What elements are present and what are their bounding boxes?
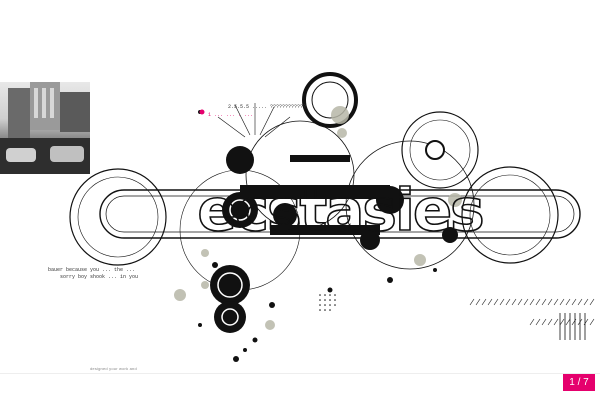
dot-grid [319, 294, 336, 311]
radial-burst [217, 103, 291, 138]
abstract-vector-artwork: ecstasies [69, 72, 595, 362]
caption-text: designed your work and [90, 366, 137, 371]
street-photo [0, 82, 90, 174]
footer-divider [0, 373, 600, 374]
page-indicator-button[interactable]: 1 / 7 [563, 374, 595, 391]
artwork-red-label: 1 ... ... . ... [208, 112, 254, 118]
artwork-tiny-text-1: bauer because you ... the ... [48, 267, 139, 273]
hatch-lines [469, 298, 595, 326]
artwork-word: ecstasies [197, 176, 482, 244]
artwork-tiny-text-2: sorry boy shook ... in you [60, 274, 139, 280]
artwork-number-strip: 2.5.5.5 ..... ???????????? [228, 104, 307, 110]
accent-dot [199, 109, 205, 115]
